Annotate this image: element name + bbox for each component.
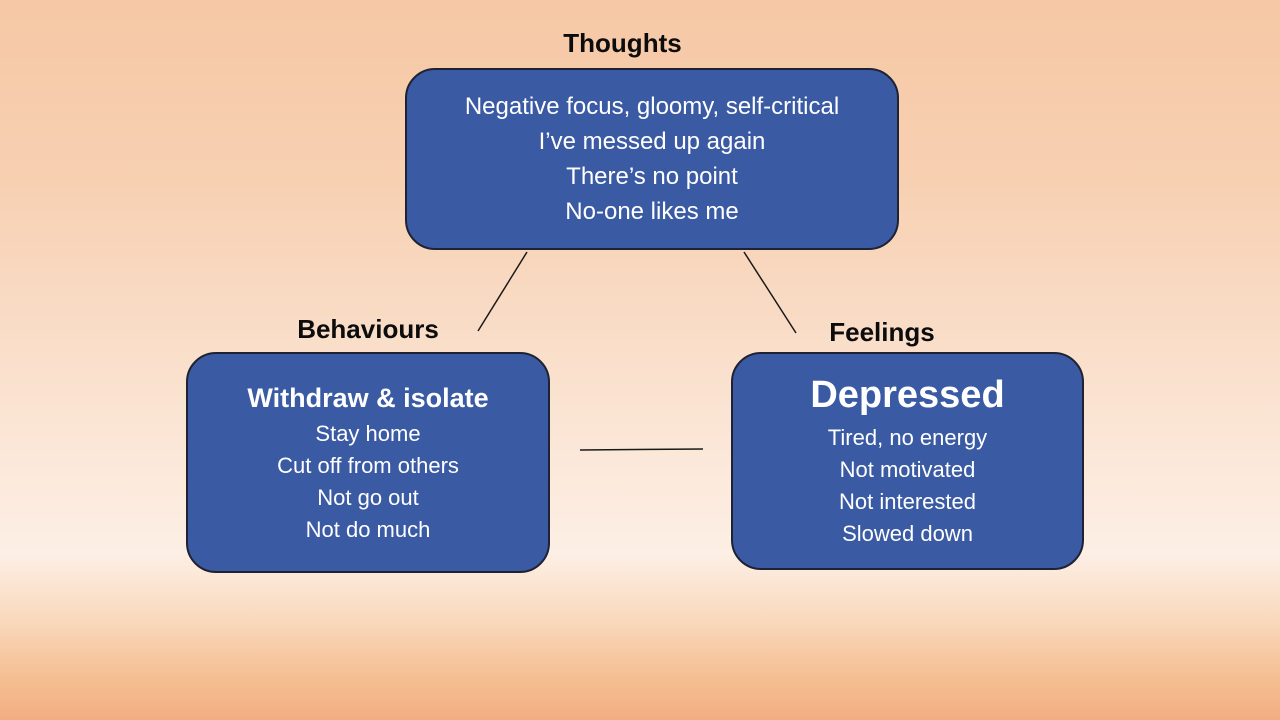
behaviours-box-line: Not do much <box>305 516 431 542</box>
connector-behaviours-feelings <box>579 448 704 451</box>
behaviours-label: Behaviours <box>297 314 439 344</box>
feelings-box: Depressed Tired, no energy Not motivated… <box>731 352 1084 570</box>
feelings-label: Feelings <box>829 317 935 347</box>
feelings-box-line: Slowed down <box>842 521 973 546</box>
behaviours-box-line: Stay home <box>315 420 421 446</box>
feelings-box-line: Not interested <box>839 489 976 514</box>
thoughts-label: Thoughts <box>563 28 682 58</box>
behaviours-box-heading: Withdraw & isolate <box>247 382 489 413</box>
thoughts-box-line: No-one likes me <box>565 198 739 225</box>
thoughts-box-line: I’ve messed up again <box>538 128 766 155</box>
connector-thoughts-behaviours <box>477 251 528 332</box>
behaviours-box-line: Not go out <box>317 484 419 510</box>
feelings-box-line: Not motivated <box>839 457 976 482</box>
behaviours-box-line: Cut off from others <box>277 452 459 478</box>
thoughts-box-line: Negative focus, gloomy, self-critical <box>464 93 840 120</box>
behaviours-box: Withdraw & isolate Stay home Cut off fro… <box>186 352 550 573</box>
thoughts-box-line: There’s no point <box>566 163 738 190</box>
feelings-box-line: Tired, no energy <box>827 425 988 450</box>
feelings-box-heading: Depressed <box>810 374 1005 416</box>
thoughts-box: Negative focus, gloomy, self-critical I’… <box>405 68 899 250</box>
